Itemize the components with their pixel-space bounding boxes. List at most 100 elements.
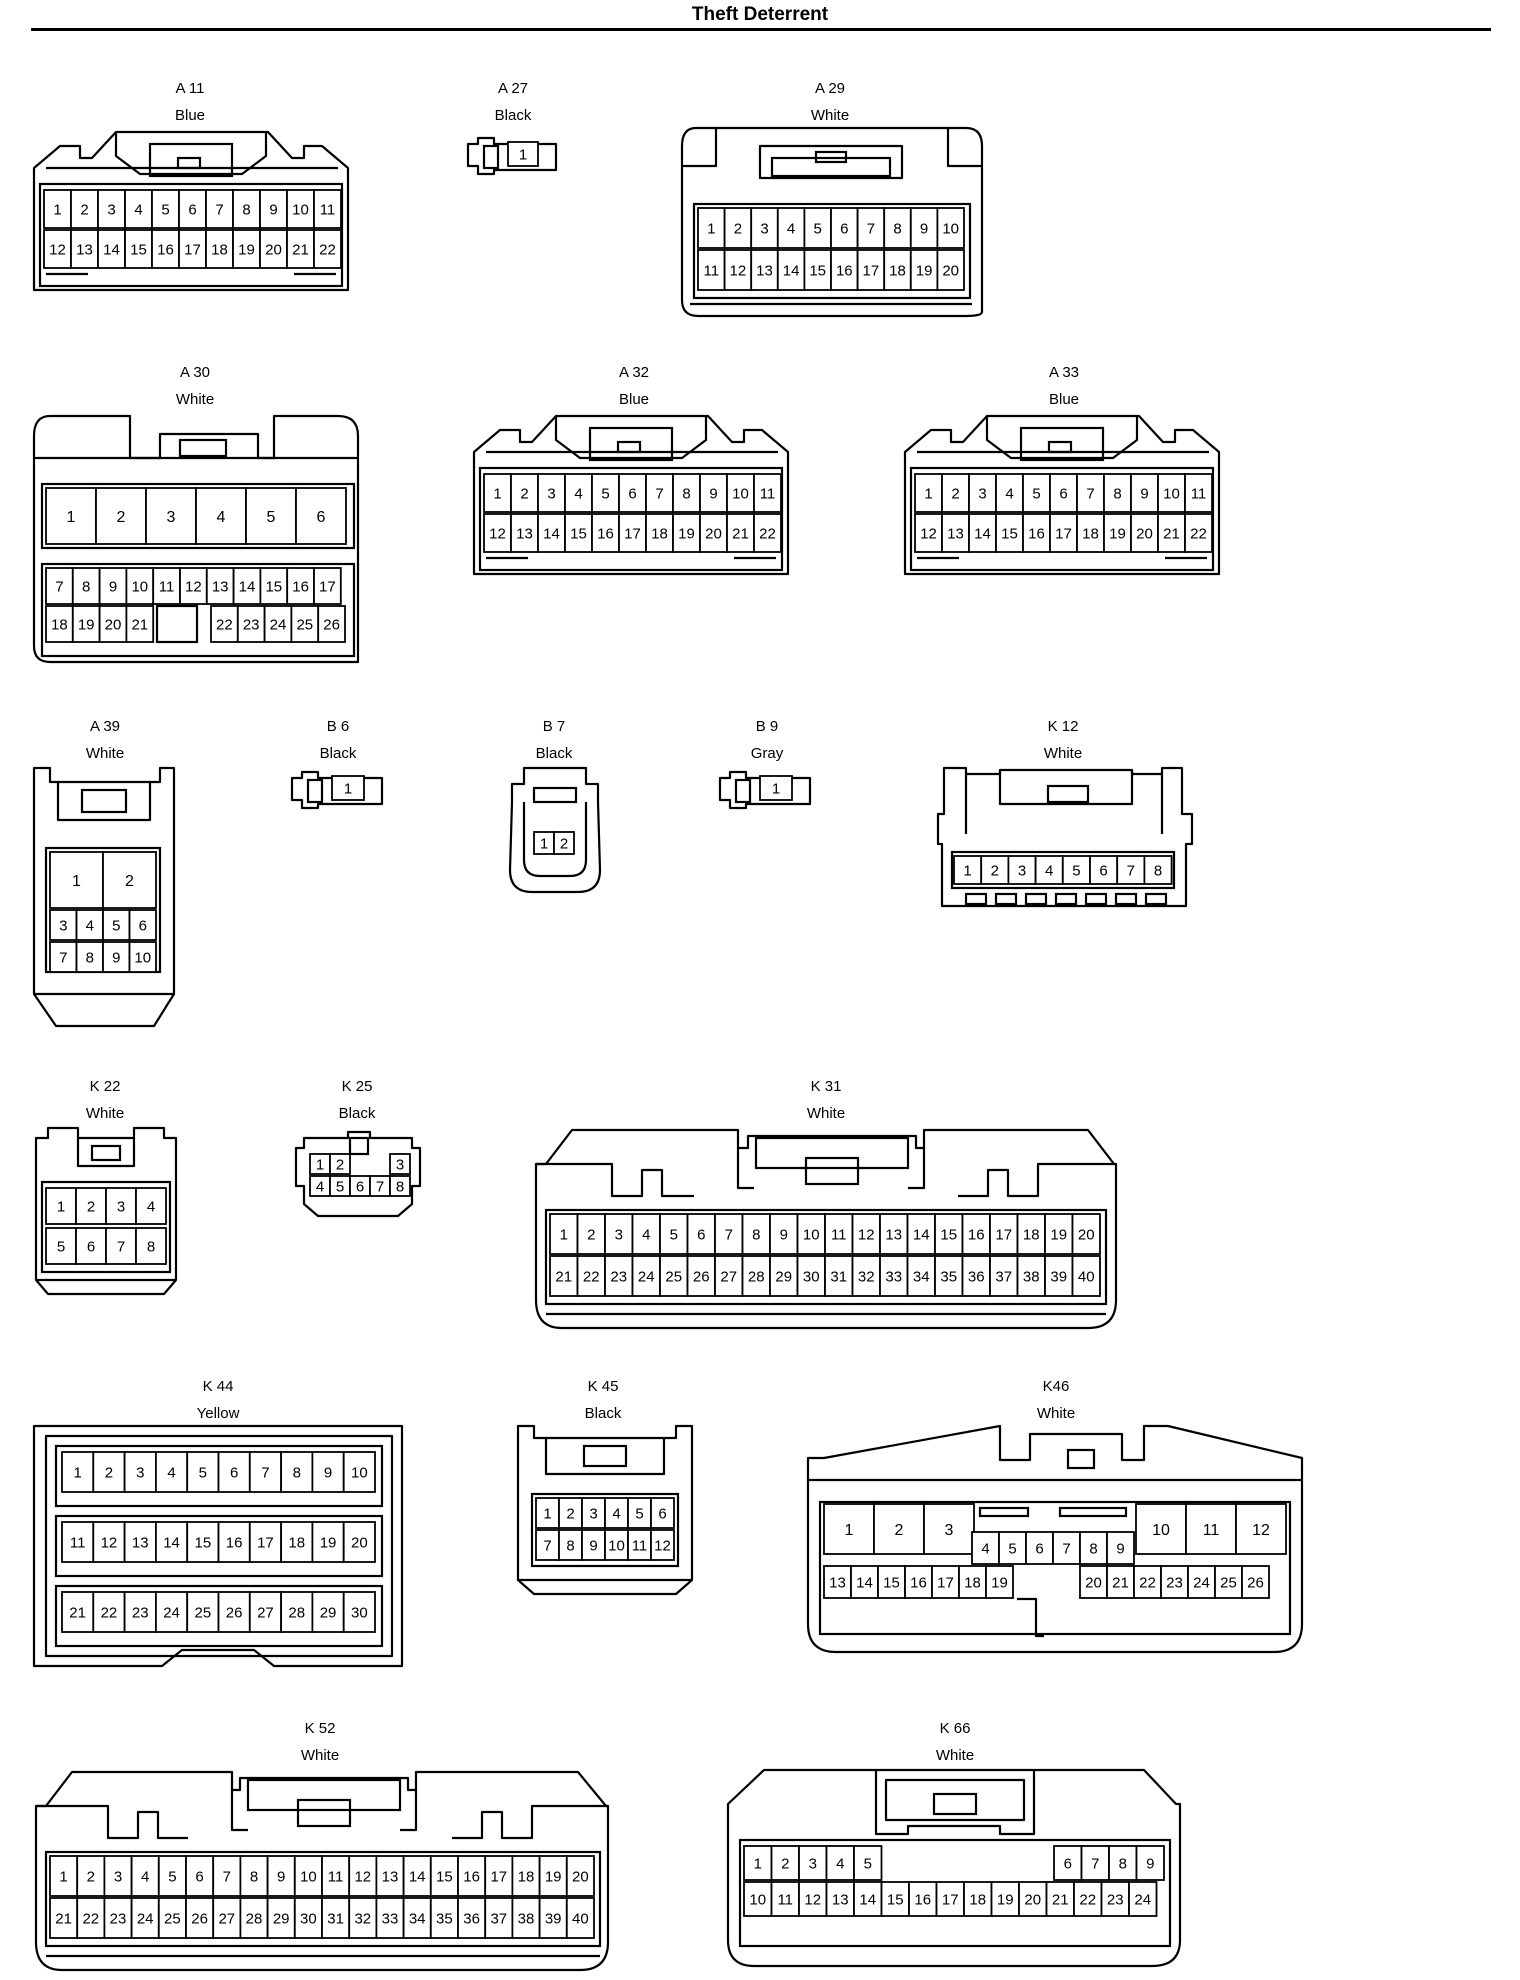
pin-number: 2: [105, 1464, 113, 1481]
pin-number: 26: [226, 1604, 243, 1621]
pin-number: 16: [836, 262, 853, 279]
pin-2: 2: [70, 189, 99, 229]
pin-24: 24: [155, 1591, 189, 1633]
pin-number: 10: [131, 578, 148, 595]
lock-center: [804, 1156, 860, 1186]
pin-field: [818, 1500, 1292, 1636]
pin-number: 1: [72, 873, 81, 890]
pin-number: 26: [1247, 1574, 1264, 1591]
pin-12: 12: [179, 567, 208, 605]
pin-30: 30: [293, 1897, 323, 1939]
pin-number: 1: [53, 201, 61, 218]
pin-39: 39: [538, 1897, 568, 1939]
pin-number: 16: [910, 1574, 927, 1591]
pin-number: 21: [69, 1604, 86, 1621]
pin-19: 19: [71, 605, 101, 643]
pin-number: 14: [783, 262, 800, 279]
pin-15: 15: [186, 1521, 220, 1563]
pin-8: 8: [71, 567, 101, 605]
pin-number: 23: [132, 1604, 149, 1621]
housing-outline: [34, 1770, 610, 1972]
pin-22: 22: [1073, 1881, 1103, 1917]
pin-11: 11: [152, 567, 181, 605]
pin-4: 4: [564, 473, 593, 513]
pin-number: 6: [317, 509, 326, 526]
pin-number: 8: [250, 1868, 258, 1885]
pin-number: 3: [945, 1522, 954, 1539]
pin-number: 4: [787, 220, 795, 237]
pin-17: 17: [989, 1213, 1019, 1255]
connector-color: White: [175, 391, 215, 408]
pin-4: 4: [130, 1855, 160, 1897]
pin-number: 5: [635, 1505, 643, 1522]
housing-outline: [903, 414, 1221, 576]
pin-11: 11: [1185, 1503, 1237, 1555]
pin-10: 10: [936, 207, 965, 249]
connector-id: K46: [1042, 1378, 1070, 1395]
pin-number: 4: [141, 1868, 149, 1885]
connector-id: B 7: [542, 718, 566, 735]
pin-number: 10: [942, 220, 959, 237]
pin-6: 6: [295, 487, 347, 545]
pin-8: 8: [1143, 855, 1173, 885]
bottom-slot: [964, 892, 988, 906]
key-bar: [1058, 1506, 1128, 1518]
pin-16: 16: [961, 1213, 991, 1255]
connector-color: Gray: [750, 745, 784, 762]
pin-5: 5: [591, 473, 620, 513]
connector-color: Black: [494, 107, 532, 124]
pin-number: 18: [651, 525, 668, 542]
pin-number: 13: [832, 1891, 849, 1908]
pin-1: 1: [549, 1213, 579, 1255]
pin-27: 27: [248, 1591, 283, 1633]
pin-number: 4: [836, 1855, 844, 1872]
pin-5: 5: [1061, 855, 1091, 885]
pin-1: 1: [45, 1187, 77, 1225]
pin-number: 17: [1055, 525, 1072, 542]
pin-9: 9: [311, 1451, 345, 1493]
pin-3: 3: [537, 473, 566, 513]
pin-number: 3: [589, 1505, 597, 1522]
pin-number: 8: [893, 220, 901, 237]
pin-1: 1: [43, 189, 72, 229]
pin-17: 17: [1049, 513, 1078, 553]
pin-number: 12: [185, 578, 202, 595]
connector-color: Blue: [618, 391, 650, 408]
connector-color: White: [806, 1105, 846, 1122]
pin-16: 16: [151, 229, 180, 269]
pin-number: 8: [1113, 485, 1121, 502]
pin-number: 1: [543, 1505, 551, 1522]
pin-7: 7: [645, 473, 674, 513]
pin-5: 5: [151, 189, 180, 229]
pin-14: 14: [968, 513, 997, 553]
pin-10: 10: [796, 1213, 826, 1255]
housing-outline: [32, 766, 176, 1028]
pin-number: 20: [705, 525, 722, 542]
pin-number: 17: [937, 1574, 954, 1591]
pin-3: 3: [145, 487, 197, 545]
pin-17: 17: [313, 567, 342, 605]
pin-1: 1: [45, 487, 97, 545]
pin-number: 12: [920, 525, 937, 542]
pin-5: 5: [803, 207, 832, 249]
pin-number: 20: [1085, 1574, 1102, 1591]
pin-number: 9: [277, 1868, 285, 1885]
connector-color: White: [1043, 745, 1083, 762]
pin-number: 3: [978, 485, 986, 502]
pin-27: 27: [714, 1255, 744, 1297]
pin-number: 9: [709, 485, 717, 502]
pin-number: 22: [101, 1604, 118, 1621]
pin-9: 9: [769, 1213, 799, 1255]
pin-number: 13: [382, 1868, 399, 1885]
pin-number: 1: [316, 1156, 324, 1173]
pin-number: 1: [560, 1226, 568, 1243]
pin-9: 9: [1135, 1845, 1165, 1881]
pin-4: 4: [825, 1845, 855, 1881]
connector-id: A 27: [497, 80, 529, 97]
pin-number: 25: [195, 1604, 212, 1621]
pin-number: 2: [87, 1868, 95, 1885]
